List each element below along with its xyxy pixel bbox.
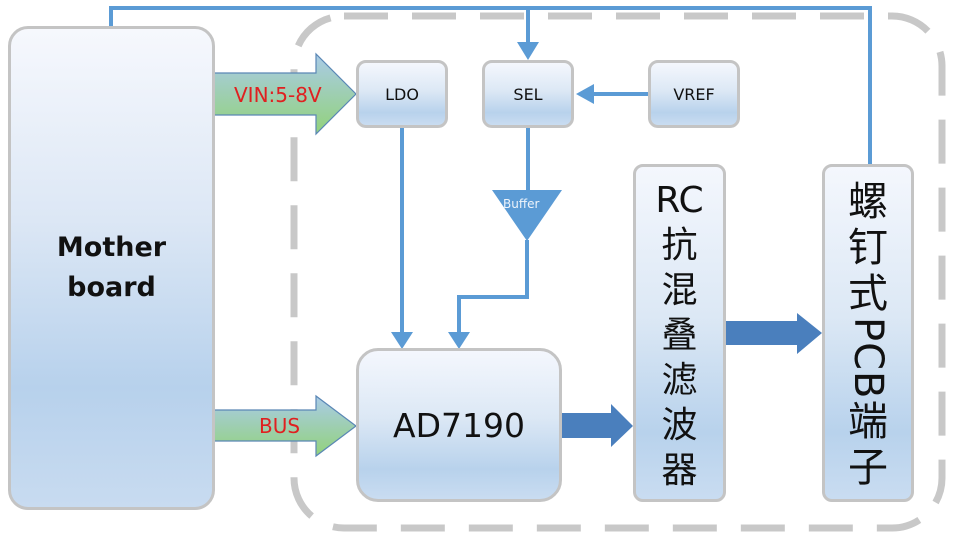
arrowhead-buffer-adc xyxy=(448,332,470,349)
vref-block: VREF xyxy=(648,60,740,128)
terminal-char: 子 xyxy=(848,445,888,492)
filter-char: 波 xyxy=(661,404,698,446)
filter-char: 滤 xyxy=(661,359,698,401)
filter-char: 混 xyxy=(661,269,698,311)
sel-block: SEL xyxy=(482,60,574,128)
ad7190-label: AD7190 xyxy=(393,405,525,445)
vref-label: VREF xyxy=(673,84,715,104)
terminal-char: 钉 xyxy=(848,224,888,271)
module-dashed-boundary xyxy=(290,12,946,532)
adc-to-filter-arrow xyxy=(561,404,633,447)
screw-pcb-terminal-block: 螺 钉 式 PCB 端 子 xyxy=(822,164,914,502)
sel-label: SEL xyxy=(513,84,543,104)
filter-char: RC xyxy=(655,179,704,221)
ldo-block: LDO xyxy=(356,60,448,128)
terminal-char: 螺 xyxy=(848,178,888,225)
ldo-label: LDO xyxy=(385,84,419,104)
arrowhead-vref-sel xyxy=(576,84,594,104)
motherboard-block: Mother board xyxy=(8,26,215,510)
motherboard-label-line2: board xyxy=(67,272,156,303)
arrowhead-sel xyxy=(517,42,539,60)
top-control-wire xyxy=(109,6,872,166)
filter-to-terminal-arrow xyxy=(724,313,822,354)
buffer-triangle xyxy=(492,190,562,241)
motherboard-label-line1: Mother xyxy=(56,232,167,263)
arrowhead-ldo-adc xyxy=(391,332,413,349)
terminal-char: 式 xyxy=(848,270,888,317)
vin-label: VIN:5-8V xyxy=(234,83,322,107)
filter-char: 抗 xyxy=(661,224,698,266)
filter-char: 叠 xyxy=(661,314,698,356)
filter-char: 器 xyxy=(661,449,698,491)
rc-antialias-filter-block: RC 抗 混 叠 滤 波 器 xyxy=(633,164,726,502)
terminal-pcb-text: PCB xyxy=(845,316,891,400)
buffer-label: Buffer xyxy=(503,197,540,211)
bus-label: BUS xyxy=(259,414,301,438)
ad7190-block: AD7190 xyxy=(356,348,562,502)
terminal-char: 端 xyxy=(848,399,888,446)
vin-arrow xyxy=(212,52,357,136)
bus-arrow xyxy=(212,394,357,458)
wire-buffer-adc xyxy=(457,240,529,334)
